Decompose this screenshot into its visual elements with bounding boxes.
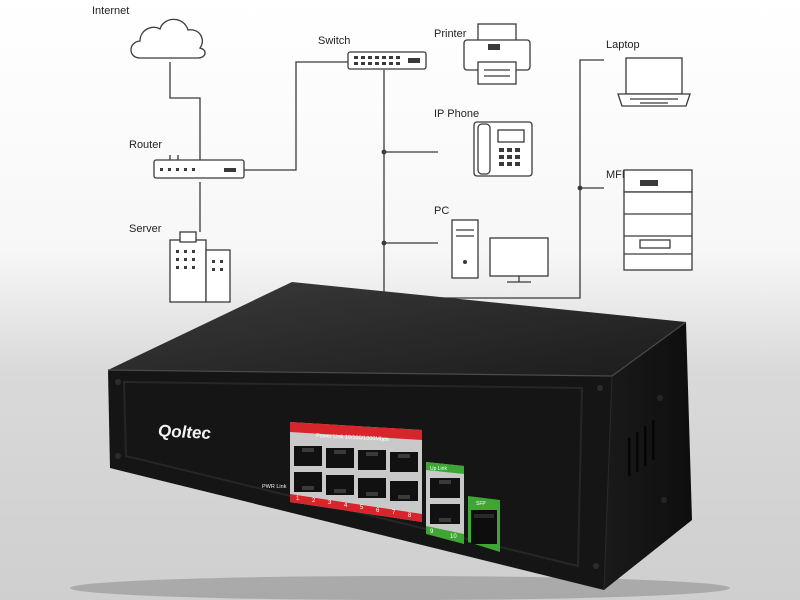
mfp-icon [623, 169, 693, 271]
device-top-face [108, 282, 686, 376]
network-diagram: Internet Router Server [92, 5, 693, 303]
port-number-7: 7 [392, 510, 396, 516]
link-switch-bus [383, 59, 604, 299]
label-router: Router [129, 139, 162, 151]
ethernet-port-3[interactable] [326, 448, 354, 468]
pc-icon [451, 219, 549, 283]
ethernet-port-5[interactable] [358, 450, 386, 470]
uplink-header-label: Up Link [430, 466, 447, 472]
poe-header-label: Power Link 10/100/1000Mbps [316, 433, 389, 443]
poe-port-block: Power Link 10/100/1000Mbps [290, 422, 422, 522]
ethernet-port-8[interactable] [390, 481, 418, 501]
brand-logo: Qoltec [158, 421, 211, 443]
label-printer: Printer [434, 28, 467, 40]
uplink-port-9[interactable] [430, 478, 460, 498]
device-side-face [604, 322, 692, 590]
label-internet: Internet [92, 5, 129, 17]
cloud-icon [130, 18, 206, 59]
port-number-6: 6 [376, 508, 380, 514]
uplink-port-10[interactable] [430, 504, 460, 524]
server-icon [169, 231, 231, 303]
sfp-port-block: SFP [468, 496, 500, 552]
uplink-port-block: Up Link 9 10 [426, 462, 464, 544]
poe-switch-device: Qoltec PWR Link Power Link 10/100/1000Mb… [70, 282, 730, 600]
port-number-9: 9 [430, 529, 434, 535]
ethernet-port-6[interactable] [358, 478, 386, 498]
laptop-icon [617, 57, 691, 107]
port-number-10: 10 [450, 534, 457, 540]
label-laptop: Laptop [606, 39, 640, 51]
router-icon [153, 155, 245, 179]
port-number-5: 5 [360, 505, 364, 511]
side-vents [628, 420, 655, 476]
port-number-3: 3 [328, 500, 332, 506]
label-pc: PC [434, 205, 449, 217]
label-switch: Switch [318, 35, 350, 47]
label-server: Server [129, 223, 162, 235]
label-ip-phone: IP Phone [434, 108, 479, 120]
link-router-switch [244, 61, 348, 171]
port-number-2: 2 [312, 498, 316, 504]
ethernet-port-1[interactable] [294, 446, 322, 466]
ethernet-port-4[interactable] [326, 475, 354, 495]
ip-phone-icon [473, 121, 533, 177]
port-number-8: 8 [408, 513, 412, 519]
link-internet-router [169, 62, 201, 160]
switch-icon [347, 51, 427, 70]
pwr-link-label: PWR Link [262, 484, 287, 490]
sfp-header-label: SFP [476, 501, 486, 507]
port-number-1: 1 [296, 496, 300, 502]
port-number-4: 4 [344, 503, 348, 509]
ethernet-port-2[interactable] [294, 472, 322, 492]
printer-icon [463, 23, 531, 85]
ethernet-port-7[interactable] [390, 452, 418, 472]
